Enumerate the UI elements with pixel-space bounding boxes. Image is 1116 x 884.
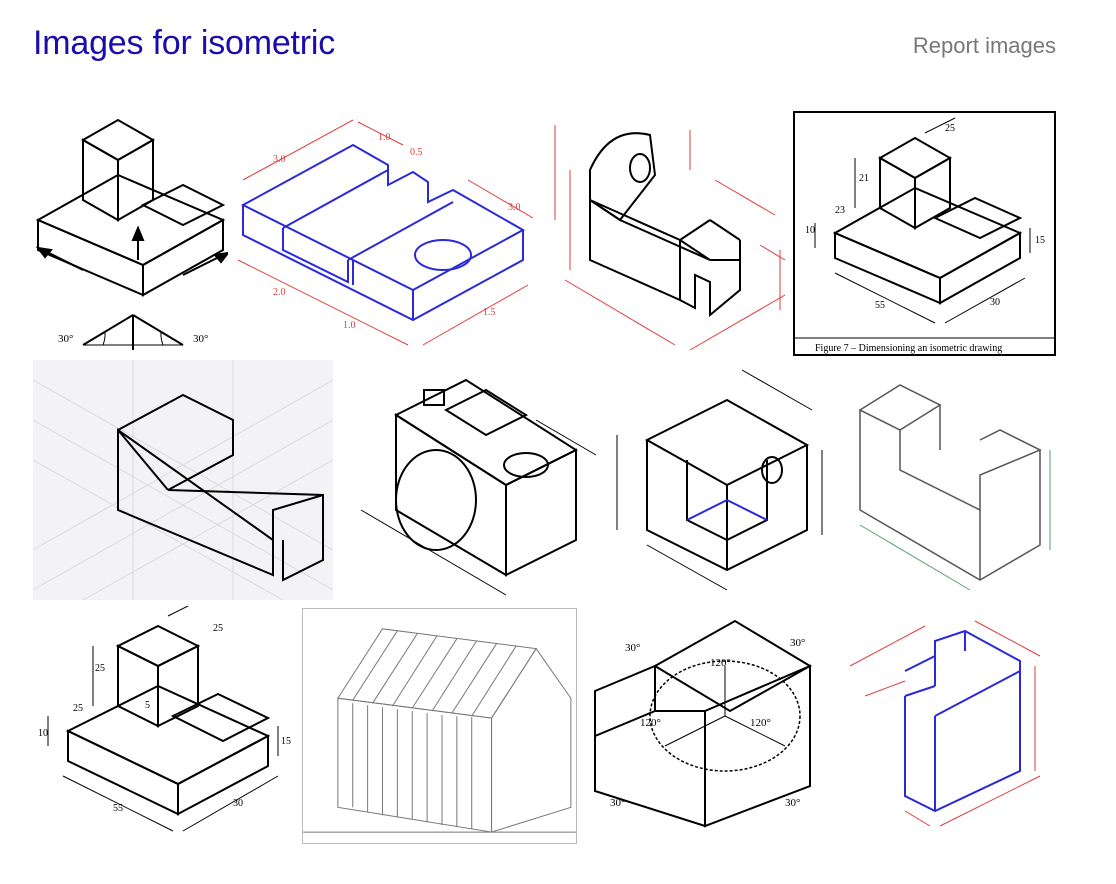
dimension-label: 15	[1035, 235, 1045, 246]
isometric-grid-drawing	[33, 360, 333, 600]
dimension-label: 1.5	[483, 307, 496, 318]
report-images-link[interactable]: Report images	[912, 33, 1056, 58]
figure-caption: Figure 7 – Dimensioning an isometric dra…	[815, 343, 1002, 354]
dimension-label: 25	[73, 703, 83, 714]
angle-label: 30°	[790, 637, 805, 649]
dimension-label: 55	[875, 300, 885, 311]
dimension-label: 0.5	[410, 147, 423, 158]
image-result-4[interactable]: 25 21 23 10 15 55 30 Figure 7 – Dimensio…	[793, 111, 1056, 356]
dimension-label: 23	[835, 205, 845, 216]
dimension-label: 10	[38, 728, 48, 739]
image-result-9[interactable]: 25 25 25 10 15 55 30 5	[33, 606, 298, 844]
isometric-bracket-drawing	[554, 125, 786, 351]
angle-label: 120°	[710, 657, 731, 669]
isometric-cube-circle-drawing: 30° 30° 120° 120° 120° 30° 30°	[594, 619, 812, 828]
dimension-label: 3.0	[273, 154, 286, 165]
dimension-label: 30	[990, 297, 1000, 308]
isometric-camera-drawing	[360, 378, 597, 596]
angle-label: 30°	[193, 333, 208, 345]
image-result-1[interactable]: 30° 30°	[33, 110, 233, 355]
image-result-11[interactable]: 30° 30° 120° 120° 120° 30° 30°	[585, 606, 815, 844]
angle-label: 30°	[610, 797, 625, 809]
isometric-block-drawing: 30° 30°	[35, 118, 231, 350]
dimension-label: 3.0	[508, 202, 521, 213]
image-result-7[interactable]	[607, 360, 847, 600]
angle-label: 120°	[640, 717, 661, 729]
isometric-l-shape-drawing	[849, 620, 1041, 827]
isometric-dimensioned-drawing: 25 21 23 10 15 55 30 Figure 7 – Dimensio…	[795, 117, 1054, 354]
angle-label: 30°	[625, 642, 640, 654]
image-result-10[interactable]	[302, 608, 577, 844]
dimension-label: 30	[233, 798, 243, 809]
angle-label: 30°	[58, 333, 73, 345]
dimension-label: 1.0	[343, 320, 356, 331]
page-title[interactable]: Images for isometric	[33, 24, 336, 62]
image-result-6[interactable]	[336, 360, 604, 600]
dimension-label: 10	[805, 225, 815, 236]
dimension-label: 5	[145, 700, 150, 711]
dimension-label: 55	[113, 803, 123, 814]
image-result-8[interactable]	[850, 360, 1056, 600]
image-result-2[interactable]: 3.0 1.0 0.5 2.0 1.0 1.5 3.0	[228, 110, 538, 355]
isometric-u-block-drawing	[858, 384, 1051, 591]
isometric-dimensioned-block-drawing: 25 25 25 10 15 55 30 5	[38, 606, 291, 832]
isometric-slot-drawing: 3.0 1.0 0.5 2.0 1.0 1.5 3.0	[237, 119, 534, 346]
dimension-label: 25	[213, 623, 223, 634]
isometric-house-frame-drawing	[303, 628, 576, 833]
angle-label: 120°	[750, 717, 771, 729]
dimension-label: 2.0	[273, 287, 286, 298]
isometric-cutout-drawing	[616, 369, 823, 591]
dimension-label: 25	[95, 663, 105, 674]
image-result-3[interactable]	[540, 110, 790, 355]
dimension-label: 21	[859, 173, 869, 184]
dimension-label: 15	[281, 736, 291, 747]
angle-label: 30°	[785, 797, 800, 809]
dimension-label: 1.0	[378, 132, 391, 143]
dimension-label: 25	[945, 123, 955, 134]
image-result-12[interactable]	[845, 606, 1056, 844]
image-result-5[interactable]	[33, 360, 333, 600]
